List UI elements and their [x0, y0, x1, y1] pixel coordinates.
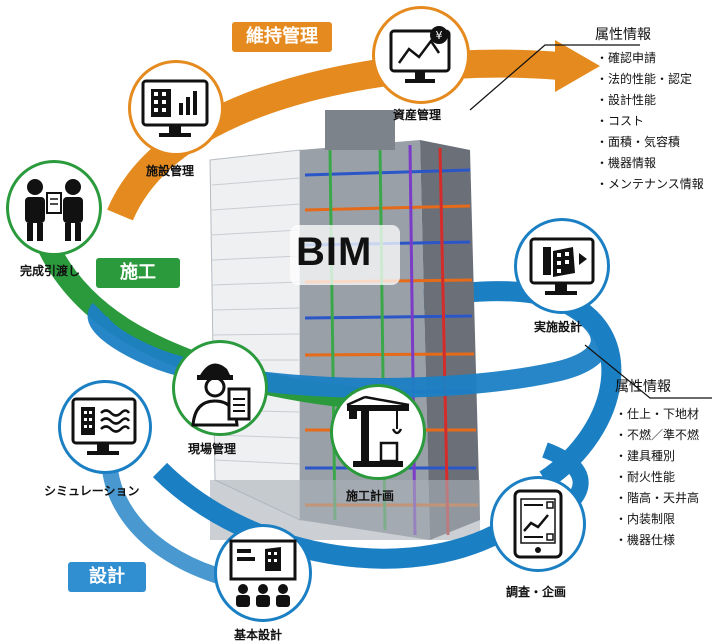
label-survey-planning: 調査・企画: [506, 585, 567, 599]
node-simulation: [58, 380, 152, 474]
chart-monitor-yen-icon: ¥: [389, 26, 451, 83]
simulation-monitor-icon: [71, 397, 137, 455]
label-completion-handover: 完成引渡し: [20, 264, 81, 278]
node-completion-handover: [6, 160, 102, 256]
attribute-item: ・機器情報: [596, 156, 657, 170]
label-asset-management: 資産管理: [393, 108, 442, 122]
attribute-item: ・メンテナンス情報: [596, 177, 704, 191]
worker-clipboard-icon: [191, 363, 251, 427]
attribute-item: ・面積・気容積: [596, 135, 681, 149]
presentation-audience-icon: [229, 539, 297, 607]
node-facility-management: [128, 60, 224, 156]
label-site-management: 現場管理: [188, 442, 237, 456]
node-construction-planning: [330, 384, 426, 480]
label-detailed-design: 実施設計: [534, 320, 583, 334]
attribute-item: ・コスト: [596, 114, 645, 128]
attributes-top-list: ・確認申請 ・法的性能・認定 ・設計性能 ・コスト ・面積・気容積 ・機器情報 …: [596, 48, 704, 195]
attribute-item: ・耐火性能: [615, 470, 676, 484]
building-screen-icon: [529, 237, 595, 295]
attribute-item: ・内装制限: [615, 512, 676, 526]
attribute-item: ・設計性能: [596, 93, 657, 107]
design-band-lower: [152, 462, 526, 569]
phase-construction: 施工: [96, 258, 180, 288]
attribute-item: ・法的性能・認定: [596, 72, 693, 86]
label-simulation: シミュレーション: [44, 484, 140, 498]
attributes-bottom-list: ・仕上・下地材 ・不燃／準不燃 ・建具種別 ・耐火性能 ・階高・天井高 ・内装制…: [615, 404, 699, 551]
phase-maintenance: 維持管理: [232, 22, 332, 52]
svg-text:¥: ¥: [436, 29, 443, 42]
attribute-item: ・機器仕様: [615, 533, 676, 547]
attributes-bottom-title: 属性情報: [615, 379, 671, 395]
attribute-item: ・確認申請: [596, 51, 657, 65]
label-basic-design: 基本設計: [234, 628, 283, 642]
leader-line-top: [469, 44, 640, 111]
attribute-item: ・不燃／準不燃: [615, 428, 700, 442]
node-detailed-design: [514, 218, 610, 314]
handover-people-icon: [25, 179, 83, 241]
attribute-item: ・仕上・下地材: [615, 407, 700, 421]
attribute-item: ・階高・天井高: [615, 491, 700, 505]
attribute-item: ・建具種別: [615, 449, 676, 463]
node-survey-planning: [490, 476, 586, 572]
node-asset-management: ¥: [372, 6, 470, 104]
node-site-management: [172, 340, 268, 436]
phase-design: 設計: [68, 562, 146, 592]
node-basic-design: [214, 524, 312, 622]
tablet-checklist-icon: [513, 489, 563, 559]
attributes-top-title: 属性情報: [595, 27, 651, 43]
building-monitor-icon: [141, 79, 209, 137]
tower-crane-icon: [346, 395, 410, 467]
leader-line-bottom: [584, 344, 712, 399]
bim-center-label: BIM: [296, 230, 373, 274]
maintenance-arrowhead: [555, 40, 600, 92]
label-construction-planning: 施工計画: [346, 489, 395, 503]
label-facility-management: 施設管理: [146, 164, 195, 178]
